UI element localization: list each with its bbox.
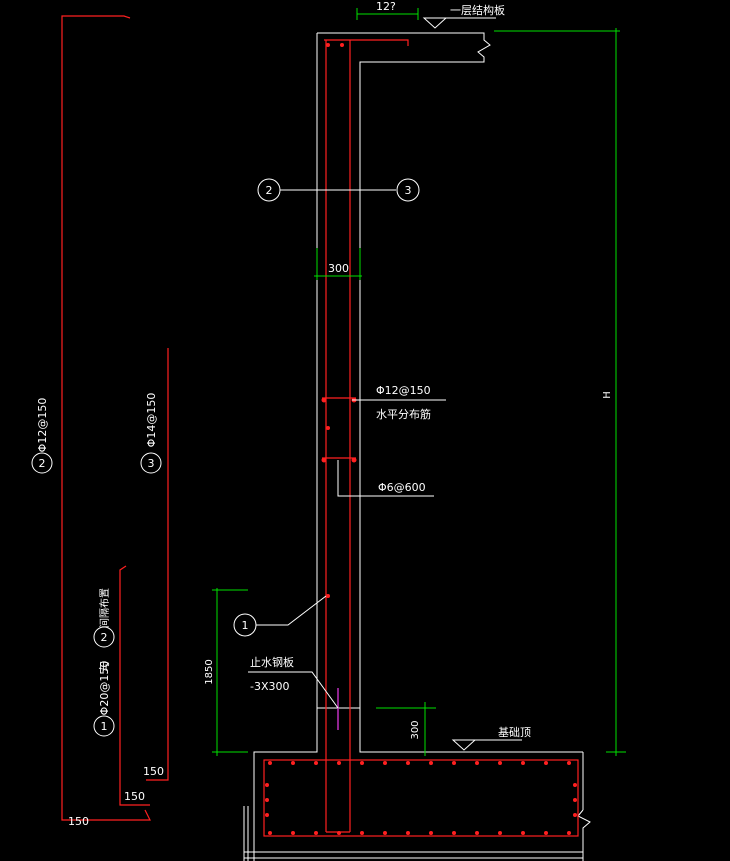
footing-break-right bbox=[577, 809, 591, 861]
level-marker-base bbox=[451, 739, 477, 751]
footing-bar-dot bbox=[573, 798, 577, 802]
anchor-150-c: 150 bbox=[68, 815, 89, 828]
dim-top-value: 12? bbox=[376, 0, 396, 13]
top-slab-label: 一层结构板 bbox=[450, 3, 505, 17]
callout-circle-2-left bbox=[31, 452, 53, 474]
callout-1-num: 1 bbox=[242, 619, 249, 632]
footing-bar-dot bbox=[268, 831, 272, 835]
footing-bar-dot bbox=[314, 761, 318, 765]
footing-bar-dot bbox=[383, 831, 387, 835]
waterstop-leader bbox=[248, 671, 339, 709]
bar-dot bbox=[321, 397, 327, 403]
rebar-detail-2: 2 Φ12@150 150 bbox=[31, 15, 151, 828]
dim-h-value: H bbox=[602, 391, 613, 399]
callout-2-joined-num: 2 bbox=[101, 631, 108, 644]
footing-bar-dot bbox=[567, 761, 571, 765]
base-label: 基础顶 bbox=[498, 726, 531, 739]
footing-bar-dot bbox=[291, 831, 295, 835]
footing-bar-dot bbox=[268, 761, 272, 765]
footing-bar-dot bbox=[521, 831, 525, 835]
callout-circle-3-left bbox=[140, 452, 162, 474]
rebar-3-shape bbox=[146, 348, 169, 781]
callout-circle-1 bbox=[233, 613, 257, 637]
footing-bar-dot bbox=[498, 831, 502, 835]
bar-dot bbox=[351, 457, 357, 463]
footing-bar-dot bbox=[452, 761, 456, 765]
callout-2-num: 2 bbox=[266, 184, 273, 197]
horiz-bar-spec: Φ12@150 bbox=[376, 384, 431, 397]
tie-spec: Φ6@600 bbox=[378, 481, 426, 494]
footing-bar-dot bbox=[360, 831, 364, 835]
rebar-1-joiner: 与 bbox=[98, 661, 111, 672]
footing-bar-dot bbox=[314, 831, 318, 835]
footing-bar-dot bbox=[429, 831, 433, 835]
footing-bar-dot bbox=[452, 831, 456, 835]
dim-1850-value: 1850 bbox=[204, 659, 215, 684]
rebar-detail-1: 1 Φ20@150 与 2 间隔布置 150 bbox=[93, 565, 150, 806]
callout-3-left-num: 3 bbox=[148, 457, 155, 470]
footing-rebar-cage bbox=[263, 759, 579, 837]
callout-3-num: 3 bbox=[405, 184, 412, 197]
dim-300-value: 300 bbox=[328, 262, 349, 275]
callout-2-left-num: 2 bbox=[39, 457, 46, 470]
callout-circle-3 bbox=[396, 178, 420, 202]
footing-bar-dot bbox=[291, 761, 295, 765]
footing-bar-dot bbox=[573, 813, 577, 817]
footing-bar-dot bbox=[406, 831, 410, 835]
footing-bar-dot bbox=[337, 761, 341, 765]
dimensions bbox=[212, 8, 626, 756]
rebar-3-spec: Φ14@150 bbox=[145, 393, 158, 448]
bar-dot bbox=[340, 43, 344, 47]
tie-leader bbox=[337, 460, 434, 497]
footing-bar-dot bbox=[337, 831, 341, 835]
callout-circle-2-joined bbox=[93, 626, 115, 648]
footing-bar-dot bbox=[573, 783, 577, 787]
callout-circle-2 bbox=[257, 178, 281, 202]
footing-bar-dot bbox=[475, 831, 479, 835]
footing-bar-dot bbox=[265, 798, 269, 802]
footing-bar-dot bbox=[521, 761, 525, 765]
rebar-detail-3: 3 Φ14@150 150 bbox=[140, 348, 169, 781]
callout-circle-1-left bbox=[93, 715, 115, 737]
wall-inner-face bbox=[317, 32, 583, 753]
callout-1-left-num: 1 bbox=[101, 720, 108, 733]
wall-outline bbox=[243, 32, 591, 861]
bar-dot bbox=[321, 457, 327, 463]
footing-bar-dot bbox=[383, 761, 387, 765]
wall-outer-face bbox=[253, 33, 318, 861]
waterstop-size: -3X300 bbox=[250, 680, 290, 693]
bar-dot bbox=[326, 426, 330, 430]
rebar-2-spec: Φ12@150 bbox=[36, 398, 49, 453]
footing-bar-dot bbox=[475, 761, 479, 765]
footing-bar-dot bbox=[567, 831, 571, 835]
footing-bar-dots bbox=[265, 761, 577, 835]
footing-bar-dot bbox=[360, 761, 364, 765]
horiz-bar-name: 水平分布筋 bbox=[376, 407, 431, 421]
footing-bar-dot bbox=[498, 761, 502, 765]
anchor-150-a: 150 bbox=[143, 765, 164, 778]
footing-bar-dot bbox=[406, 761, 410, 765]
top-hook-bar bbox=[324, 39, 409, 46]
footing-bar-dot bbox=[544, 831, 548, 835]
footing-bar-dot bbox=[265, 813, 269, 817]
callout-1-leader bbox=[256, 595, 327, 626]
dim-300b-value: 300 bbox=[410, 720, 421, 739]
footing-bar-dot bbox=[544, 761, 548, 765]
footing-bar-dot bbox=[265, 783, 269, 787]
footing-bar-dot bbox=[429, 761, 433, 765]
rebar-2-shape bbox=[61, 15, 151, 821]
rebar-1-note: 间隔布置 bbox=[98, 588, 111, 628]
level-marker-top bbox=[422, 17, 448, 29]
wall-rebar bbox=[263, 39, 579, 837]
rebar-1-spec: Φ20@150 bbox=[98, 661, 111, 716]
waterstop-label: 止水钢板 bbox=[250, 655, 294, 669]
rebar-1-shape bbox=[119, 565, 150, 806]
bar-dot bbox=[326, 594, 330, 598]
bar-dot bbox=[326, 43, 330, 47]
anchor-150-b: 150 bbox=[124, 790, 145, 803]
